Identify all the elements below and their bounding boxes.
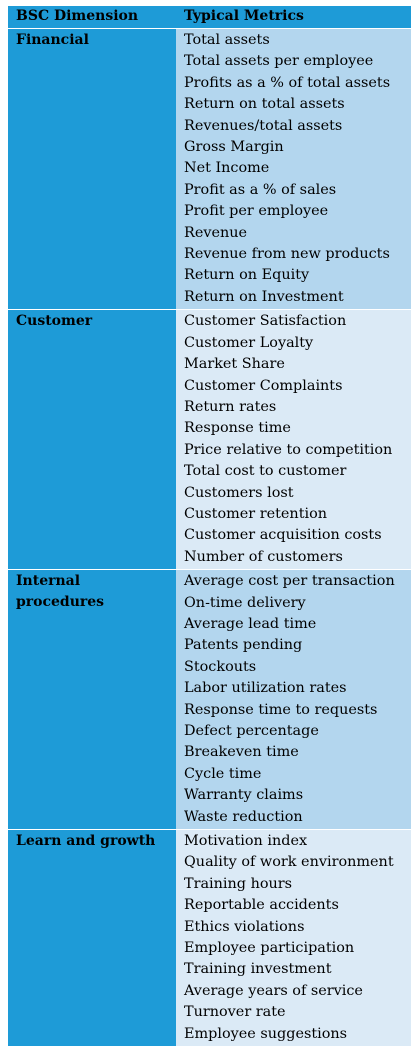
metric-item: Warranty claims: [184, 787, 304, 804]
dimension-cell: Customer: [8, 309, 176, 571]
metrics-list: Motivation index Quality of work environ…: [184, 831, 411, 1045]
metric-item: Average cost per transaction: [184, 573, 395, 590]
metric-item: Training investment: [184, 961, 332, 978]
metric-item: Employee suggestions: [184, 1025, 348, 1042]
metric-item: Total assets: [184, 32, 270, 48]
table-row-internal-procedures: Internal procedures Average cost per tra…: [8, 569, 411, 831]
metrics-list: Average cost per transaction On-time del…: [184, 571, 411, 828]
metric-item: Return on total assets: [184, 96, 345, 113]
metric-item: Return rates: [184, 398, 277, 415]
metric-item: Customer acquisition costs: [184, 527, 382, 544]
table-row-customer: Customer Customer Satisfaction Customer …: [8, 309, 411, 571]
metric-item: Turnover rate: [184, 1004, 286, 1021]
metric-item: Net Income: [184, 160, 270, 177]
metric-item: Total assets per employee: [184, 53, 374, 70]
metric-item: On-time delivery: [184, 594, 306, 611]
metrics-cell: Customer Satisfaction Customer Loyalty M…: [176, 309, 411, 571]
table-row-financial: Financial Total assets Total assets per …: [8, 28, 411, 311]
metric-item: Revenue from new products: [184, 246, 390, 263]
metric-item: Price relative to competition: [184, 441, 393, 458]
metric-item: Breakeven time: [184, 744, 299, 761]
metric-item: Revenue: [184, 224, 248, 241]
metric-item: Customer Loyalty: [184, 334, 314, 351]
metric-item: Return on Investment: [184, 288, 344, 305]
metric-item: Labor utilization rates: [184, 680, 347, 697]
dimension-cell: Internal procedures: [8, 569, 176, 831]
metrics-cell: Total assets Total assets per employee P…: [176, 28, 411, 311]
metric-item: Patents pending: [184, 637, 303, 654]
table-header-row: BSC Dimension Typical Metrics: [8, 6, 411, 29]
metric-item: Waste reduction: [184, 808, 303, 825]
metric-item: Average lead time: [184, 615, 317, 632]
metric-item: Average years of service: [184, 982, 363, 999]
metric-item: Customer retention: [184, 505, 328, 522]
metric-item: Quality of work environment: [184, 854, 394, 871]
metric-item: Revenues/total assets: [184, 117, 343, 134]
header-metrics: Typical Metrics: [176, 6, 411, 29]
dimension-cell: Financial: [8, 28, 176, 311]
table-row-learn-and-growth: Learn and growth Motivation index Qualit…: [8, 829, 411, 1047]
metrics-list: Total assets Total assets per employee P…: [184, 30, 411, 308]
metric-item: Profit per employee: [184, 203, 329, 220]
metric-item: Total cost to customer: [184, 463, 347, 480]
metrics-list: Customer Satisfaction Customer Loyalty M…: [184, 311, 411, 568]
metric-item: Stockouts: [184, 658, 257, 675]
metrics-cell: Motivation index Quality of work environ…: [176, 829, 411, 1047]
metric-item: Training hours: [184, 875, 293, 892]
metric-item: Market Share: [184, 356, 285, 373]
dimension-cell: Learn and growth: [8, 829, 176, 1047]
bsc-metrics-table: BSC Dimension Typical Metrics Financial …: [8, 6, 411, 1047]
metric-item: Number of customers: [184, 548, 343, 565]
metrics-cell: Average cost per transaction On-time del…: [176, 569, 411, 831]
metric-item: Gross Margin: [184, 139, 284, 156]
metric-item: Employee participation: [184, 940, 355, 957]
metric-item: Profit as a % of sales: [184, 181, 337, 198]
metric-item: Customers lost: [184, 484, 294, 501]
metric-item: Response time to requests: [184, 701, 378, 718]
metric-item: Response time: [184, 420, 291, 437]
metric-item: Reportable accidents: [184, 897, 339, 914]
metric-item: Return on Equity: [184, 267, 310, 284]
metric-item: Profits as a % of total assets: [184, 74, 391, 91]
metric-item: Defect percentage: [184, 723, 319, 739]
metric-item: Customer Complaints: [184, 377, 343, 394]
metric-item: Motivation index: [184, 833, 308, 850]
header-dimension: BSC Dimension: [8, 6, 176, 29]
bsc-table-container: BSC Dimension Typical Metrics Financial …: [8, 6, 411, 1047]
metric-item: Ethics violations: [184, 918, 305, 935]
metric-item: Customer Satisfaction: [184, 313, 347, 330]
metric-item: Cycle time: [184, 765, 262, 782]
